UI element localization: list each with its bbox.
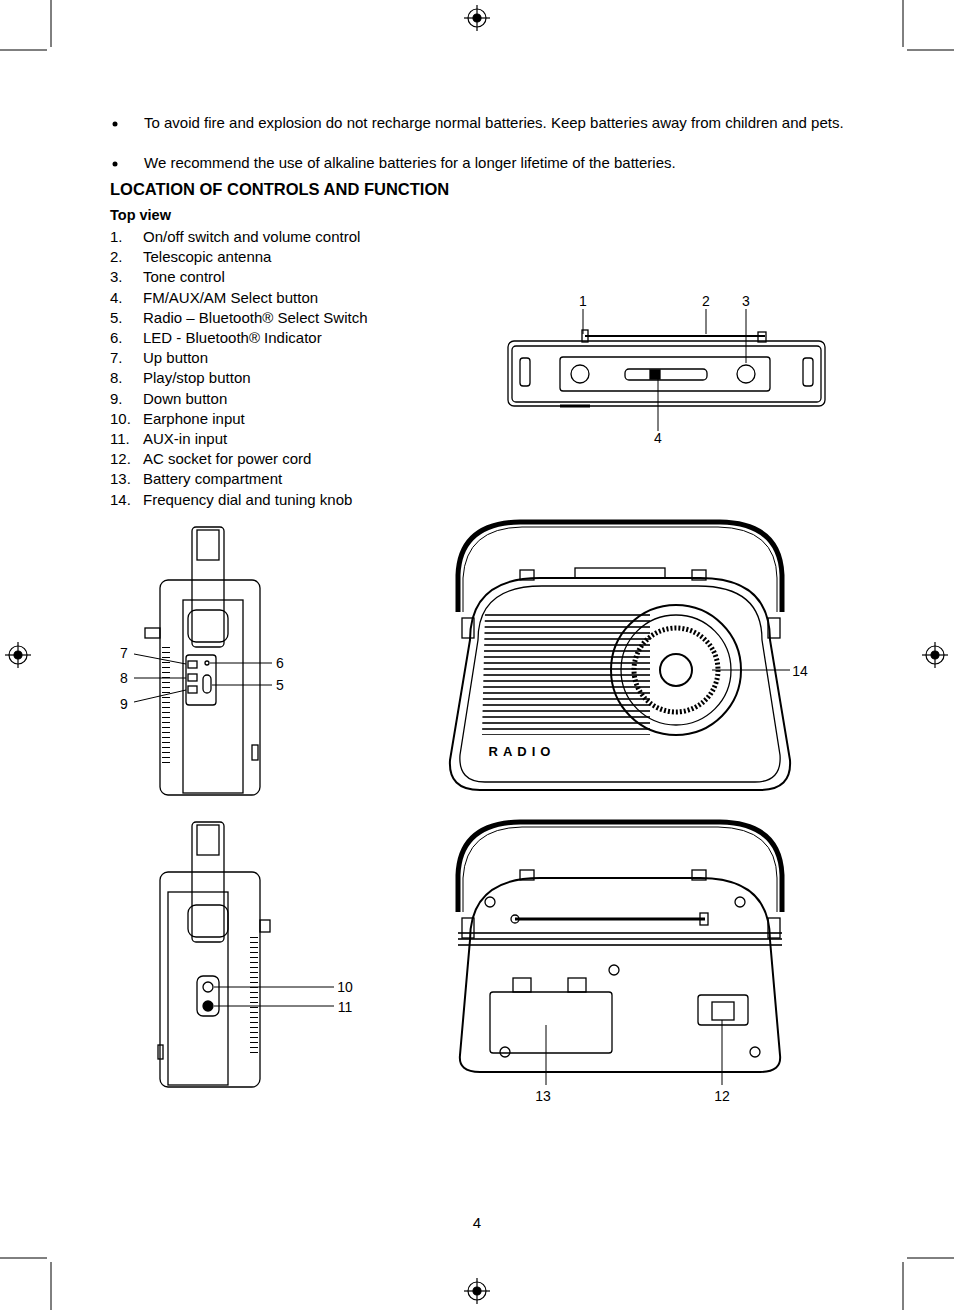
list-number: 8. [110, 368, 123, 388]
list-number: 1. [110, 227, 123, 247]
callout-number: 13 [535, 1087, 551, 1105]
page-number: 4 [473, 1213, 481, 1233]
list-item: Earphone input [143, 409, 483, 429]
callout-number: 3 [742, 292, 750, 310]
list-number: 6. [110, 328, 123, 348]
list-number: 12. [110, 449, 131, 469]
callout-number: 10 [337, 978, 353, 996]
callout-number: 4 [654, 429, 662, 447]
brand-lettering: RADIO [489, 744, 556, 761]
list-number: 11. [110, 429, 130, 449]
callout-number: 5 [276, 676, 284, 694]
list-item: Frequency dial and tuning knob [143, 490, 483, 510]
list-number: 13. [110, 469, 131, 489]
list-number: 4. [110, 288, 123, 308]
list-number: 14. [110, 490, 131, 510]
callout-number: 2 [702, 292, 710, 310]
list-number: 9. [110, 389, 123, 409]
list-number: 2. [110, 247, 123, 267]
list-item: Play/stop button [143, 368, 483, 388]
callout-number: 11 [338, 998, 353, 1016]
callout-number: 12 [714, 1087, 730, 1105]
callout-number: 9 [120, 695, 128, 713]
list-item: AC socket for power cord [143, 449, 483, 469]
list-number: 7. [110, 348, 123, 368]
subheading: Top view [110, 206, 171, 225]
note-text: We recommend the use of alkaline batteri… [144, 153, 844, 173]
list-item: LED - Bluetooth® Indicator [143, 328, 483, 348]
callout-number: 1 [579, 292, 587, 310]
list-item: FM/AUX/AM Select button [143, 288, 483, 308]
list-item: Battery compartment [143, 469, 483, 489]
callout-number: 8 [120, 669, 128, 687]
note-text: To avoid fire and explosion do not recha… [144, 113, 844, 133]
list-item: Radio – Bluetooth® Select Switch [143, 308, 483, 328]
list-number: 5. [110, 308, 123, 328]
list-item: Up button [143, 348, 483, 368]
section-heading: LOCATION OF CONTROLS AND FUNCTION [110, 179, 449, 200]
callout-number: 14 [792, 662, 808, 680]
list-item: Down button [143, 389, 483, 409]
list-item: AUX-in input [143, 429, 483, 449]
list-item: Tone control [143, 267, 483, 287]
callout-number: 6 [276, 654, 284, 672]
list-item: Telescopic antenna [143, 247, 483, 267]
list-item: On/off switch and volume control [143, 227, 483, 247]
callout-number: 7 [120, 644, 128, 662]
list-number: 10. [110, 409, 131, 429]
list-number: 3. [110, 267, 123, 287]
